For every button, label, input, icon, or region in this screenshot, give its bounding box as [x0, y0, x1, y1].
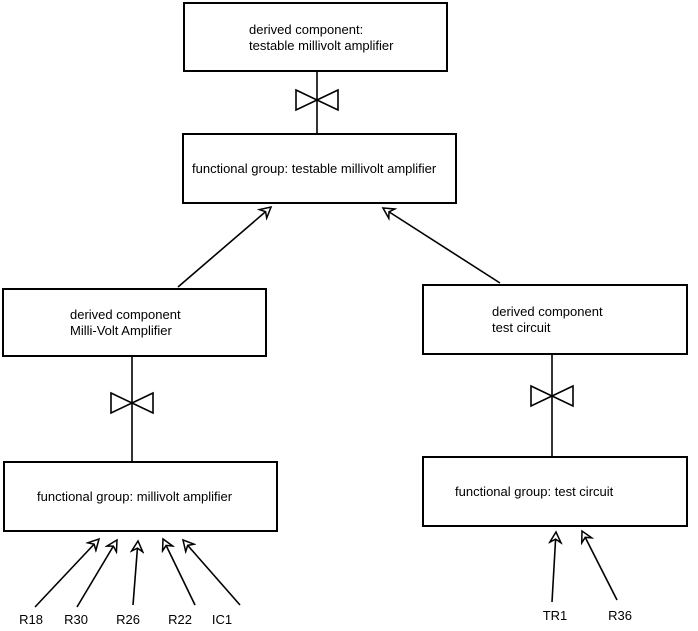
edge-tr1-to-fg-test	[552, 532, 556, 603]
edge-r18-to-fg-millivolt	[34, 539, 99, 608]
leaf-label-r18: R18	[19, 612, 43, 627]
edge-r36-to-fg-test	[582, 531, 618, 601]
node-label-line1: derived component	[492, 304, 603, 319]
leaf-label-tr1: TR1	[542, 608, 568, 623]
bowtie-connector-icon	[295, 88, 339, 112]
leaf-label-ic1: IC1	[211, 612, 233, 627]
node-label: functional group: test circuit	[455, 484, 614, 499]
edge-r30-to-fg-millivolt	[76, 540, 117, 608]
leaf-label-r30: R30	[64, 612, 88, 627]
node-label-line2: testable millivolt amplifier	[249, 38, 394, 53]
node-label: functional group: millivolt amplifier	[37, 489, 233, 504]
node-label-line2: test circuit	[492, 320, 551, 335]
node-derived-component-test-circuit: derived component test circuit	[422, 284, 688, 355]
node-derived-component-milli-volt-amplifier: derived component Milli-Volt Amplifier	[2, 288, 267, 357]
edge-r22-to-fg-millivolt	[163, 539, 196, 606]
leaf-label-r36: R36	[608, 608, 632, 623]
node-functional-group-millivolt-amplifier: functional group: millivolt amplifier	[3, 461, 278, 532]
bowtie-connector-icon	[530, 384, 574, 408]
node-label: functional group: testable millivolt amp…	[192, 161, 437, 176]
bowtie-connector-icon	[110, 391, 154, 415]
leaf-label-r22: R22	[168, 612, 192, 627]
node-derived-component-testable-millivolt-amplifier: derived component: testable millivolt am…	[183, 2, 448, 72]
node-label-line2: Milli-Volt Amplifier	[70, 323, 172, 338]
node-label-line1: derived component:	[249, 22, 364, 37]
edge-right-derived-to-fg-testable	[383, 208, 501, 284]
node-functional-group-test-circuit: functional group: test circuit	[422, 456, 688, 527]
node-label-line1: derived component	[70, 307, 181, 322]
edge-left-derived-to-fg-testable	[177, 207, 271, 288]
edge-ic1-to-fg-millivolt	[183, 540, 241, 606]
edge-r26-to-fg-millivolt	[133, 541, 138, 606]
node-functional-group-testable-millivolt-amplifier: functional group: testable millivolt amp…	[182, 133, 457, 204]
leaf-label-r26: R26	[116, 612, 140, 627]
